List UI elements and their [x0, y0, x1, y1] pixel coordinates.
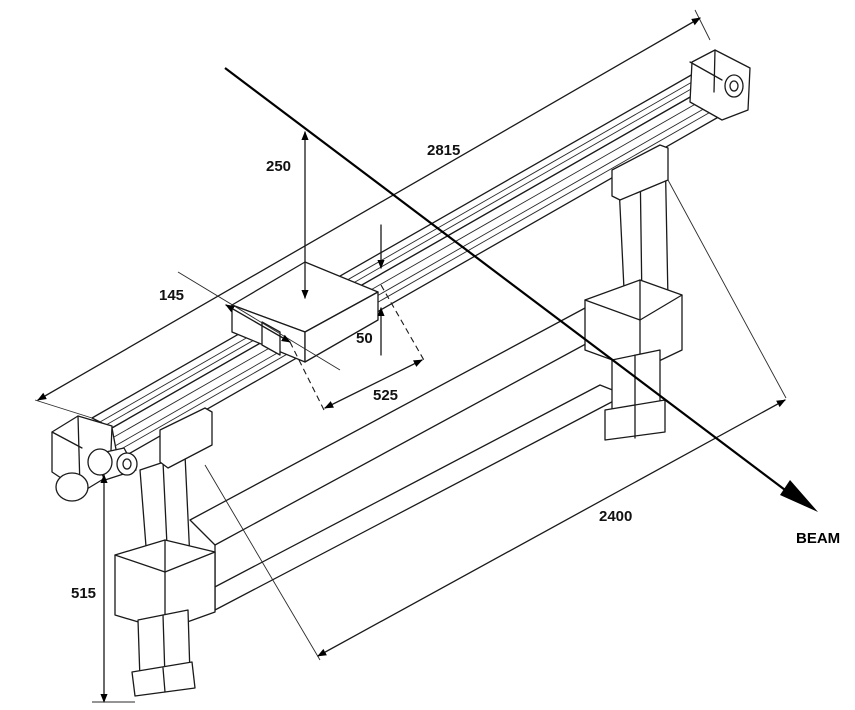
label-beam: BEAM	[796, 530, 840, 547]
beam-arrowhead	[780, 480, 818, 512]
label-overall-length: 2815	[427, 142, 460, 159]
label-leg-height: 515	[71, 585, 96, 602]
left-end-cap	[51, 415, 138, 502]
beam-line	[224, 67, 806, 506]
beam-path	[224, 67, 818, 512]
dimension-rail-span	[204, 179, 787, 661]
left-rail-bracket	[159, 407, 213, 469]
dimension-carriage-length	[289, 284, 426, 413]
left-motor-knob	[55, 472, 89, 502]
label-rail-span: 2400	[599, 508, 632, 525]
right-bearing-hole	[724, 74, 744, 98]
label-offset: 145	[159, 287, 184, 304]
dimension-overall-length	[34, 9, 711, 419]
label-beam-height: 250	[266, 158, 291, 175]
label-carriage-length: 525	[373, 387, 398, 404]
left-support-leg	[114, 454, 216, 697]
dimension-offset	[177, 271, 341, 371]
label-offset-vertical: 50	[356, 330, 373, 347]
dimension-leg-height	[92, 474, 135, 703]
